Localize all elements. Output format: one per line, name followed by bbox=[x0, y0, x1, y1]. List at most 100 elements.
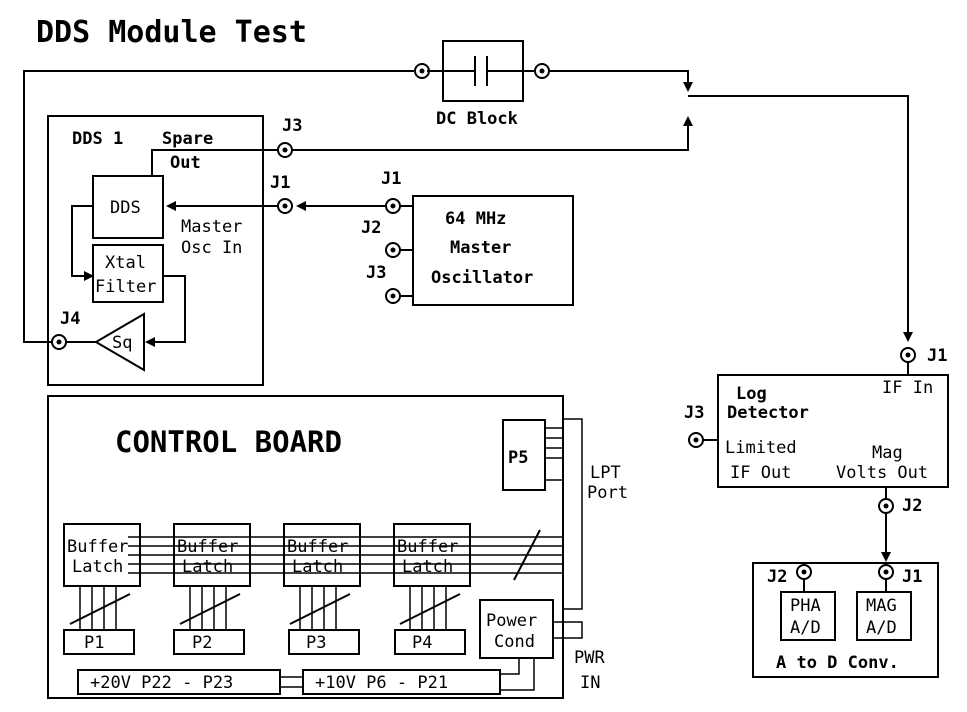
mag-ad-block bbox=[856, 591, 912, 641]
pha-label: PHA bbox=[790, 596, 821, 616]
mag-label: Mag bbox=[872, 443, 903, 463]
wire-j4-to-dc-block bbox=[23, 70, 414, 343]
dds1-j3-label: J3 bbox=[282, 116, 302, 136]
wire-dc-block-to-combiner bbox=[549, 70, 689, 88]
wire-spare-out-to-combiner bbox=[292, 120, 689, 151]
lpt-label: LPT bbox=[590, 463, 621, 483]
diagram-title: DDS Module Test bbox=[36, 15, 307, 50]
buffer-latch-4: Buffer Latch bbox=[393, 523, 471, 587]
adc-module: PHA A/D MAG A/D A to D Conv. J2 J1 bbox=[752, 562, 939, 678]
arrow-down-head bbox=[683, 82, 693, 92]
dds1-label: DDS 1 bbox=[72, 129, 123, 149]
rail-10v-label: +10V P6 - P21 bbox=[315, 673, 448, 693]
adc-j2-connector bbox=[796, 564, 812, 580]
adc-label: A to D Conv. bbox=[776, 653, 899, 673]
osc-j2-connector bbox=[385, 242, 401, 258]
plug-p4: P4 bbox=[394, 629, 466, 655]
limited-label: Limited bbox=[725, 438, 797, 458]
p4-label: P4 bbox=[412, 633, 432, 653]
lpt-port-wiring bbox=[545, 418, 583, 610]
wire-dds-spare-out bbox=[151, 149, 278, 176]
sq-label: Sq bbox=[112, 333, 132, 353]
power-conditioner: Power Cond bbox=[479, 599, 583, 691]
log-j1-label: J1 bbox=[927, 346, 947, 366]
out-label: Out bbox=[170, 153, 201, 173]
osc-line-1: 64 MHz bbox=[445, 209, 506, 229]
dc-block-label: DC Block bbox=[436, 109, 518, 129]
osc-j3-label: J3 bbox=[366, 263, 386, 283]
wire-combiner-to-log-detector bbox=[688, 95, 909, 338]
log-j2-connector bbox=[878, 498, 894, 514]
osc-line-2: Master bbox=[450, 238, 511, 258]
volts-out-label: Volts Out bbox=[836, 463, 928, 483]
cond-label: Cond bbox=[494, 632, 535, 652]
osc-j1-label: J1 bbox=[381, 169, 401, 189]
xtal-filter-block bbox=[92, 244, 164, 303]
wire-filter-to-sq bbox=[150, 275, 186, 343]
control-board: CONTROL BOARD P5 LPT Port Buffe bbox=[47, 395, 628, 699]
pha-ad-label: A/D bbox=[790, 618, 821, 638]
pha-ad-block bbox=[780, 591, 836, 641]
xtal-label: Xtal bbox=[105, 253, 146, 273]
latch-plug-wiring bbox=[69, 586, 461, 630]
dds-chip-label: DDS bbox=[110, 198, 141, 218]
adc-j2-label: J2 bbox=[767, 567, 787, 587]
osc-j1-connector bbox=[385, 198, 401, 214]
log-j1-connector bbox=[900, 347, 916, 363]
mag-ad-label: A/D bbox=[866, 618, 897, 638]
dc-block-input-connector bbox=[414, 63, 430, 79]
dc-block-output-connector bbox=[534, 63, 550, 79]
osc-line-3: Oscillator bbox=[431, 268, 533, 288]
mag-ad-top-label: MAG bbox=[866, 596, 897, 616]
latch2-buffer-label: Buffer bbox=[177, 537, 238, 557]
log-j3-label: J3 bbox=[684, 403, 704, 423]
dds1-j4-label: J4 bbox=[60, 309, 80, 329]
log-j2-label: J2 bbox=[902, 496, 922, 516]
if-in-label: IF In bbox=[882, 378, 933, 398]
log-detector: Log Detector IF In Limited IF Out Mag Vo… bbox=[684, 346, 949, 562]
osc-in-label: Osc In bbox=[181, 238, 242, 258]
detector-label: Detector bbox=[727, 403, 809, 423]
latch3-latch-label: Latch bbox=[292, 557, 343, 577]
arrow-to-log-j1 bbox=[903, 332, 913, 342]
dds1-module: DDS 1 Spare Out DDS Xtal Filter Master O… bbox=[47, 115, 302, 386]
port-label: Port bbox=[587, 483, 628, 503]
dds1-j3-connector bbox=[277, 142, 293, 158]
pwr-label: PWR bbox=[574, 648, 605, 668]
buffer-latch-3: Buffer Latch bbox=[283, 523, 361, 587]
log-j3-connector bbox=[688, 432, 704, 448]
latch1-latch-label: Latch bbox=[72, 557, 123, 577]
latch4-latch-label: Latch bbox=[402, 557, 453, 577]
buffer-latch-1: Buffer Latch bbox=[63, 523, 141, 587]
p2-label: P2 bbox=[192, 633, 212, 653]
dc-block: DC Block bbox=[414, 40, 550, 129]
dds1-j1-label: J1 bbox=[270, 173, 290, 193]
adc-j1-label: J1 bbox=[902, 567, 922, 587]
p1-label: P1 bbox=[84, 633, 104, 653]
rail-20v-label: +20V P22 - P23 bbox=[90, 673, 233, 693]
log-label: Log bbox=[736, 384, 767, 404]
adc-j1-connector bbox=[878, 564, 894, 580]
plug-p2: P2 bbox=[173, 629, 245, 655]
wire-dds-to-filter bbox=[71, 205, 93, 277]
latch4-buffer-label: Buffer bbox=[397, 537, 458, 557]
plug-p3: P3 bbox=[288, 629, 360, 655]
latch3-buffer-label: Buffer bbox=[287, 537, 348, 557]
p3-label: P3 bbox=[306, 633, 326, 653]
sq-amplifier-triangle bbox=[94, 312, 145, 372]
master-oscillator: 64 MHz Master Oscillator J1 J2 J3 bbox=[296, 169, 574, 306]
latch2-latch-label: Latch bbox=[182, 557, 233, 577]
filter-label: Filter bbox=[95, 277, 156, 297]
p5-label: P5 bbox=[508, 448, 528, 468]
latch1-buffer-label: Buffer bbox=[67, 537, 128, 557]
dds1-j4-connector bbox=[51, 334, 67, 350]
buffer-latch-2: Buffer Latch bbox=[173, 523, 251, 587]
rail-20v: +20V P22 - P23 bbox=[77, 669, 281, 695]
p5-connector bbox=[502, 419, 546, 491]
in-label: IN bbox=[580, 673, 600, 693]
rail-10v: +10V P6 - P21 bbox=[302, 669, 501, 695]
osc-j3-connector bbox=[385, 288, 401, 304]
power-label: Power bbox=[486, 611, 537, 631]
plug-p1: P1 bbox=[63, 629, 135, 655]
